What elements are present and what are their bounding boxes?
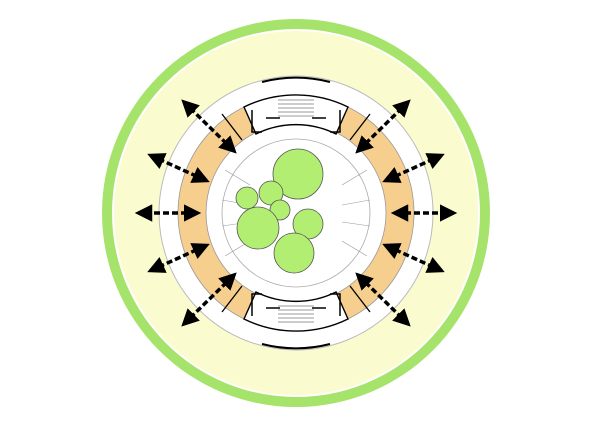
view-arrows bbox=[134, 99, 458, 327]
arrow-icon bbox=[147, 153, 210, 183]
tree-icon bbox=[269, 199, 291, 221]
top-core bbox=[243, 76, 349, 135]
tree-icon bbox=[236, 206, 280, 250]
bottom-core bbox=[243, 291, 349, 350]
arrow-icon bbox=[181, 99, 237, 154]
tree-icon bbox=[235, 186, 259, 210]
arrow-icon bbox=[355, 99, 411, 154]
tree-icon bbox=[272, 148, 324, 200]
courtyard bbox=[221, 138, 371, 288]
tree-icon bbox=[273, 232, 315, 274]
arrow-icon bbox=[181, 272, 237, 327]
stair-icon bbox=[278, 305, 314, 323]
courtyard-trees bbox=[235, 148, 324, 274]
arrow-icon bbox=[355, 272, 411, 327]
stair-icon bbox=[278, 99, 314, 117]
arrow-icon bbox=[382, 243, 445, 273]
arrow-icon bbox=[147, 243, 210, 273]
arrow-icon bbox=[382, 153, 445, 183]
